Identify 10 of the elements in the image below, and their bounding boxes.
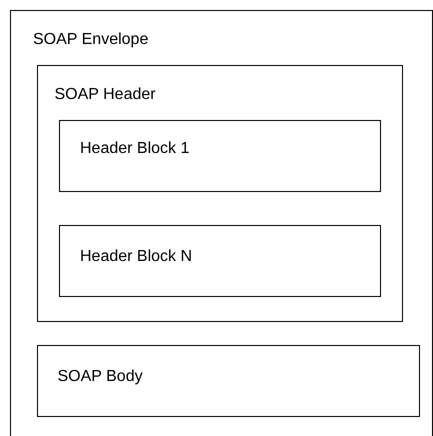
box-title: SOAP Envelope: [33, 31, 148, 49]
box-title: Header Block N: [80, 248, 192, 266]
nested-box: [36, 64, 402, 322]
box-title: Header Block 1: [80, 140, 190, 158]
box-title: SOAP Body: [58, 368, 143, 386]
nested-box: [36, 344, 420, 416]
container-box: [10, 10, 433, 436]
box-title: SOAP Header: [54, 86, 156, 104]
nested-box: [59, 225, 381, 297]
nested-box: [59, 120, 381, 192]
